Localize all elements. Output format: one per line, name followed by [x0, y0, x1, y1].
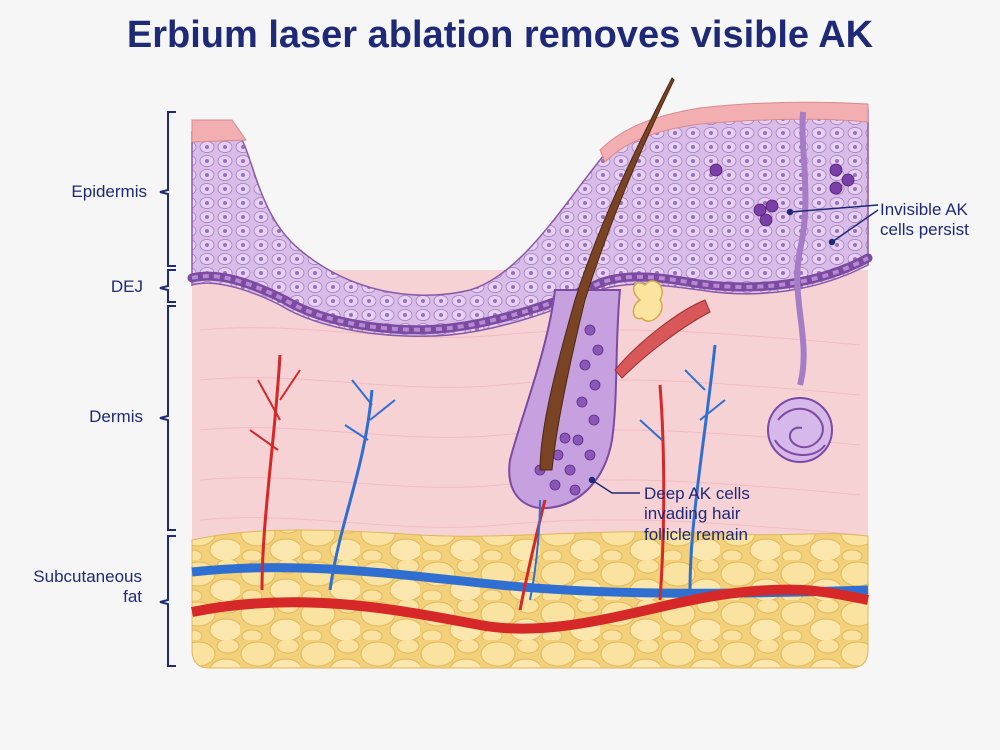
- artery: [191, 584, 870, 634]
- callout-invisible-line1: Invisible AK: [880, 200, 968, 219]
- deep-callout-line: [591, 479, 640, 494]
- callout-deep-ak: Deep AK cells invading hair follicle rem…: [644, 484, 750, 545]
- label-dej: DEJ: [110, 277, 143, 296]
- dermis-bracket: [159, 305, 176, 531]
- sweat-duct: [794, 111, 809, 386]
- label-subcutaneous-fat: Subcutaneous fat: [33, 567, 142, 608]
- label-epidermis: Epidermis: [71, 182, 147, 201]
- callout-invisible-ak: Invisible AK cells persist: [880, 200, 969, 241]
- callout-lines: [588, 204, 879, 494]
- callout-invisible-line2: cells persist: [880, 220, 969, 240]
- diagram-title: Erbium laser ablation removes visible AK: [126, 14, 874, 56]
- hair-shaft: [539, 77, 675, 471]
- blood-vessels: [191, 344, 870, 634]
- callout-deep-line2: invading hair: [644, 504, 741, 524]
- invisible-callout-line: [789, 204, 879, 213]
- collagen-fibers: [199, 327, 861, 536]
- callout-deep-line1: Deep AK cells: [644, 484, 750, 503]
- fat-bracket: [159, 535, 176, 667]
- epidermis-bracket: [159, 111, 176, 267]
- sebaceous-gland: [632, 280, 663, 322]
- label-fat-line1: Subcutaneous: [33, 567, 142, 586]
- stratum-corneum: [191, 119, 247, 143]
- invisible-ak-cells: [709, 163, 855, 227]
- deep-ak-cells: [534, 324, 604, 496]
- arrector-pili-muscle: [614, 299, 711, 379]
- dej-bracket: [159, 269, 176, 303]
- label-dermis: Dermis: [89, 407, 143, 426]
- callout-deep-line3: follicle remain: [644, 524, 748, 544]
- label-fat-line2: fat: [123, 587, 142, 607]
- layer-brackets: [159, 111, 176, 667]
- sweat-gland-coil: [767, 397, 833, 463]
